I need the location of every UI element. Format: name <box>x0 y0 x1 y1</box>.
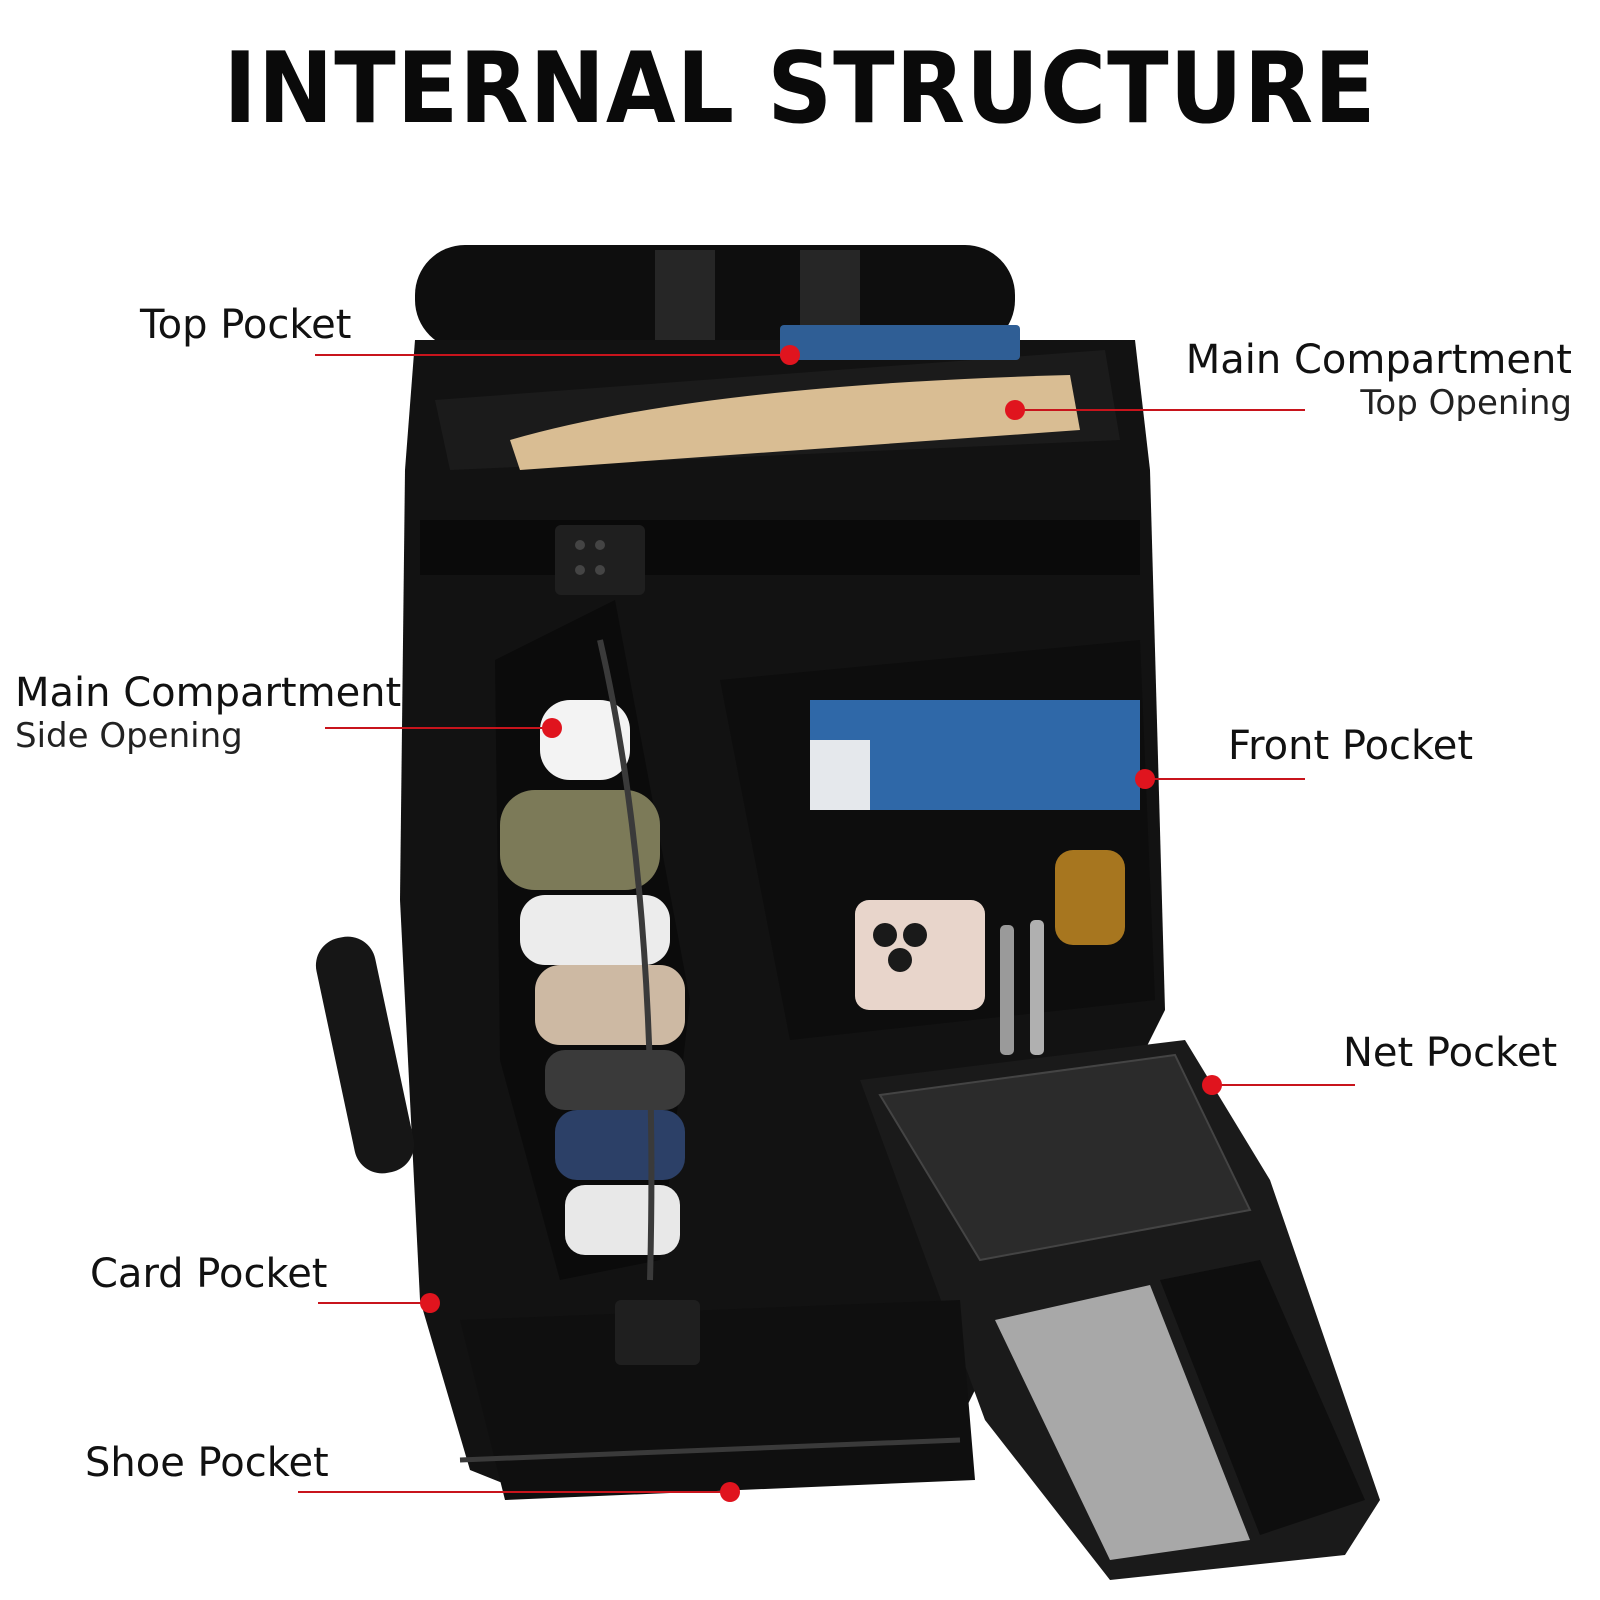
leader-main-side <box>325 727 550 729</box>
callout-main-top-label: Main Compartment <box>1185 337 1572 383</box>
callout-card-pocket-label: Card Pocket <box>90 1251 328 1297</box>
page-title: INTERNAL STRUCTURE <box>223 32 1377 146</box>
leader-card-pocket <box>318 1302 428 1304</box>
leader-shoe-pocket <box>298 1491 728 1493</box>
marker-shoe-pocket <box>720 1482 740 1502</box>
callout-main-side-label: Main Compartment <box>15 670 402 716</box>
marker-front-pocket <box>1135 769 1155 789</box>
callout-top-pocket-label: Top Pocket <box>140 302 352 348</box>
leader-net-pocket <box>1212 1084 1355 1086</box>
callout-main-side-sub: Side Opening <box>15 716 243 756</box>
phone <box>855 900 985 1010</box>
callout-main-top: Main Compartment Top Opening <box>1186 340 1572 420</box>
marker-card-pocket <box>420 1293 440 1313</box>
callout-shoe-pocket-label: Shoe Pocket <box>85 1440 329 1486</box>
marker-top-pocket <box>780 345 800 365</box>
strap <box>420 520 1140 575</box>
callout-main-side: Main Compartment Side Opening <box>15 673 401 753</box>
leader-top-pocket <box>315 354 785 356</box>
marker-net-pocket <box>1202 1075 1222 1095</box>
marker-main-top <box>1005 400 1025 420</box>
leader-main-top <box>1015 409 1305 411</box>
leader-front-pocket <box>1145 778 1305 780</box>
callout-main-top-sub: Top Opening <box>1360 383 1572 423</box>
callout-front-pocket-label: Front Pocket <box>1228 723 1474 769</box>
bottom-buckle <box>615 1300 700 1365</box>
shoe-pocket <box>460 1300 975 1500</box>
buckle <box>555 525 645 595</box>
marker-main-side <box>542 718 562 738</box>
callout-net-pocket-label: Net Pocket <box>1343 1030 1558 1076</box>
